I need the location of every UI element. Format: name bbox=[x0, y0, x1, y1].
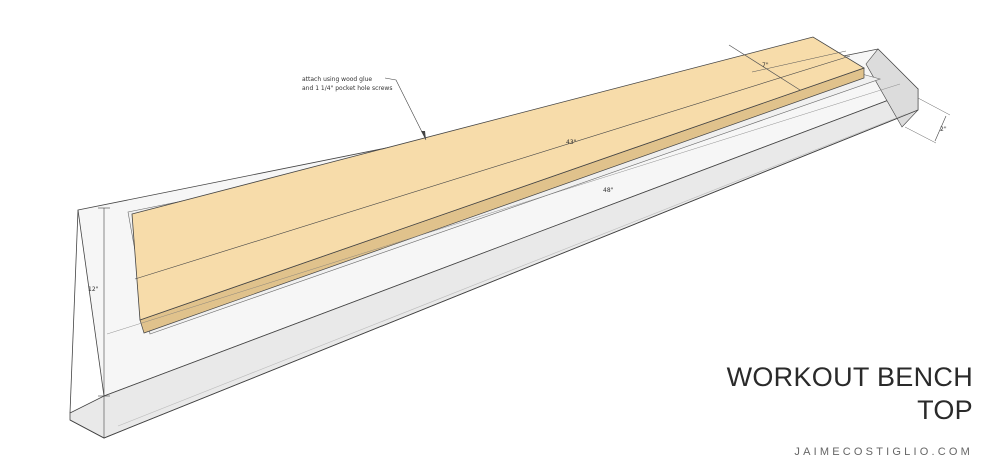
dim-ext-thick-bottom bbox=[904, 126, 937, 144]
board-end-divider bbox=[728, 44, 801, 91]
title-line-1: WORKOUT BENCH bbox=[726, 362, 973, 392]
dim-line-inner bbox=[134, 55, 851, 280]
board-width-dim-line bbox=[751, 50, 847, 73]
frame-front-groove bbox=[117, 113, 907, 427]
dim-label-inner: 43" bbox=[566, 139, 577, 146]
dim-ext-thick-top bbox=[917, 97, 951, 116]
assembly-note-line-2: and 1 1/4" pocket hole screws bbox=[302, 85, 392, 92]
dim-label-outer: 48" bbox=[603, 187, 614, 194]
note-leader-arrow bbox=[421, 131, 426, 140]
website-credit: JAIMECOSTIGLIO.COM bbox=[794, 446, 973, 458]
dim-label-thickness: 2" bbox=[940, 126, 947, 133]
dim-line-outer bbox=[106, 83, 901, 335]
diagram-title: WORKOUT BENCH TOP bbox=[727, 361, 973, 427]
assembly-note-line-1: attach using wood glue bbox=[302, 76, 372, 83]
note-leader bbox=[384, 77, 427, 141]
frame-left-edge bbox=[69, 209, 79, 414]
board-top-face bbox=[131, 36, 865, 321]
dim-label-depth: 12" bbox=[88, 286, 99, 293]
frame-end-face bbox=[865, 48, 919, 128]
dim-label-width-end: 7" bbox=[762, 62, 769, 69]
title-line-2: TOP bbox=[917, 395, 973, 425]
dim-line-thickness bbox=[934, 115, 947, 142]
